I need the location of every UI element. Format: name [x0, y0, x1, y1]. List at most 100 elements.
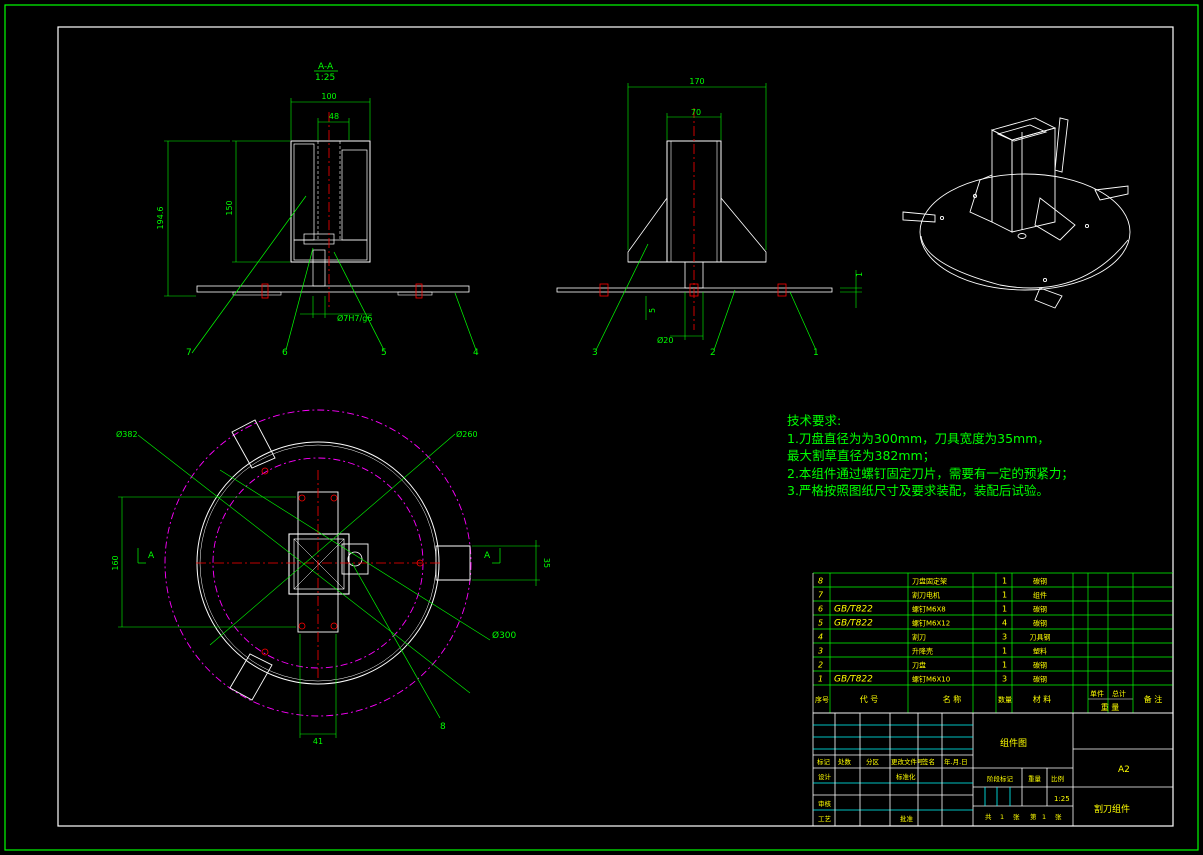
title-block: [812, 712, 1174, 827]
dim-160: 160: [111, 555, 120, 570]
tb-count: 处数: [838, 757, 852, 766]
technical-requirements: 技术要求: 1.刀盘直径为为300mm，刀具宽度为35mm， 最大割草直径为38…: [787, 412, 1074, 500]
part-name: 割刀: [912, 633, 926, 642]
tb-weight: 重量: [1028, 775, 1042, 783]
tb-page-word: 张: [1055, 812, 1062, 821]
section-label: A-A: [318, 62, 334, 72]
part-qty: 3: [1002, 633, 1007, 642]
dim-70: 70: [691, 108, 701, 117]
header-no: 序号: [815, 695, 829, 704]
leader-3: 3: [592, 348, 598, 358]
plan-view: Ø382 Ø260 Ø300 160 41 35 A A 8: [111, 409, 551, 746]
part-name: 刀盘固定架: [912, 577, 947, 586]
part-qty: 1: [1002, 605, 1007, 614]
part-material: 刀具钢: [1030, 633, 1051, 642]
front-view: 170 70 Ø20 5 1 3 2 1: [556, 77, 864, 358]
part-name: 螺钉M6X10: [912, 675, 950, 684]
tb-process: 工艺: [818, 815, 832, 823]
dim-35: 35: [542, 558, 551, 568]
leader-7: 7: [186, 348, 192, 358]
part-qty: 1: [1002, 577, 1007, 586]
header-name: 名 称: [943, 694, 962, 704]
header-single: 单件: [1090, 689, 1104, 698]
part-material: 塑料: [1033, 647, 1047, 656]
inner-border: [57, 26, 1174, 827]
dim-d300: Ø300: [492, 630, 517, 641]
tb-sheet-word: 张: [1013, 812, 1020, 821]
tb-change-doc: 更改文件号: [891, 757, 924, 766]
dim-100: 100: [321, 92, 336, 101]
part-no: 8: [818, 577, 823, 586]
part-qty: 1: [1002, 591, 1007, 600]
part-code: GB/T822: [834, 619, 873, 629]
dim-d260: Ø260: [456, 429, 478, 439]
tb-page-n: 1: [1042, 813, 1046, 821]
part-name: 刀盘: [912, 661, 926, 670]
part-name: 割刀电机: [912, 591, 940, 600]
part-material: 碳钢: [1033, 675, 1047, 684]
tb-sheet-size: A2: [1118, 765, 1130, 775]
header-weight: 重 量: [1101, 702, 1120, 712]
dim-5: 5: [648, 308, 657, 313]
tech-line-1: 1.刀盘直径为为300mm，刀具宽度为35mm，: [787, 430, 1050, 446]
header-qty: 数量: [998, 695, 1012, 704]
part-no: 5: [818, 619, 823, 628]
tb-date: 年.月.日: [944, 757, 968, 766]
part-qty: 1: [1002, 647, 1007, 656]
tb-title: 割刀组件: [1094, 803, 1130, 815]
tb-standardize: 标准化: [896, 772, 916, 781]
header-code: 代 号: [860, 694, 879, 704]
dim-48: 48: [329, 112, 339, 121]
tech-line-2: 最大割草直径为382mm；: [787, 448, 936, 463]
dim-1: 1: [855, 272, 864, 277]
tb-stage: 阶段标记: [987, 774, 1014, 783]
part-no: 7: [818, 591, 824, 600]
part-code: GB/T822: [834, 675, 873, 685]
part-no: 2: [818, 661, 823, 670]
part-qty: 3: [1002, 675, 1007, 684]
leader-4: 4: [473, 348, 479, 358]
isometric-view: [902, 117, 1131, 309]
part-name: 升降壳: [912, 647, 933, 656]
dim-170: 170: [689, 77, 704, 86]
tb-mark: 标记: [817, 757, 831, 766]
section-mark-right: A: [484, 551, 491, 561]
dim-d382: Ø382: [116, 429, 138, 439]
tb-page-label: 第: [1030, 812, 1037, 821]
section-mark-left: A: [148, 551, 155, 561]
leader-8: 8: [440, 722, 446, 732]
dim-d20: Ø20: [657, 335, 673, 345]
header-remark: 备 注: [1144, 694, 1163, 704]
header-material: 材 料: [1033, 694, 1052, 704]
part-name: 螺钉M6X12: [912, 619, 950, 628]
part-no: 3: [818, 647, 823, 656]
part-material: 碳钢: [1033, 661, 1047, 670]
dim-150: 150: [225, 200, 234, 215]
tech-title: 技术要求:: [787, 413, 842, 428]
part-code: GB/T822: [834, 605, 873, 615]
part-material: 碳钢: [1033, 605, 1047, 614]
tb-scale-value: 1:25: [1054, 795, 1070, 803]
section-scale: 1:25: [315, 73, 335, 83]
part-material: 组件: [1033, 591, 1047, 600]
tb-total-label: 共: [985, 812, 992, 821]
part-qty: 1: [1002, 661, 1007, 670]
part-no: 4: [818, 633, 823, 642]
tb-drawing-name: 组件图: [1000, 737, 1027, 749]
dim-41: 41: [313, 737, 323, 746]
leader-6: 6: [282, 348, 288, 358]
tb-approve: 批准: [900, 814, 914, 823]
part-qty: 4: [1002, 619, 1007, 628]
part-material: 碳钢: [1033, 619, 1047, 628]
tb-review: 审核: [818, 799, 832, 808]
part-no: 1: [818, 675, 823, 684]
part-material: 碳钢: [1033, 577, 1047, 586]
dim-194: 194.6: [156, 207, 165, 230]
tech-line-3: 2.本组件通过螺钉固定刀片，需要有一定的预紧力；: [787, 465, 1074, 481]
header-total: 总计: [1112, 689, 1126, 698]
tb-design: 设计: [818, 772, 832, 781]
tb-total-n: 1: [1000, 813, 1004, 821]
part-name: 螺钉M6X8: [912, 605, 946, 614]
